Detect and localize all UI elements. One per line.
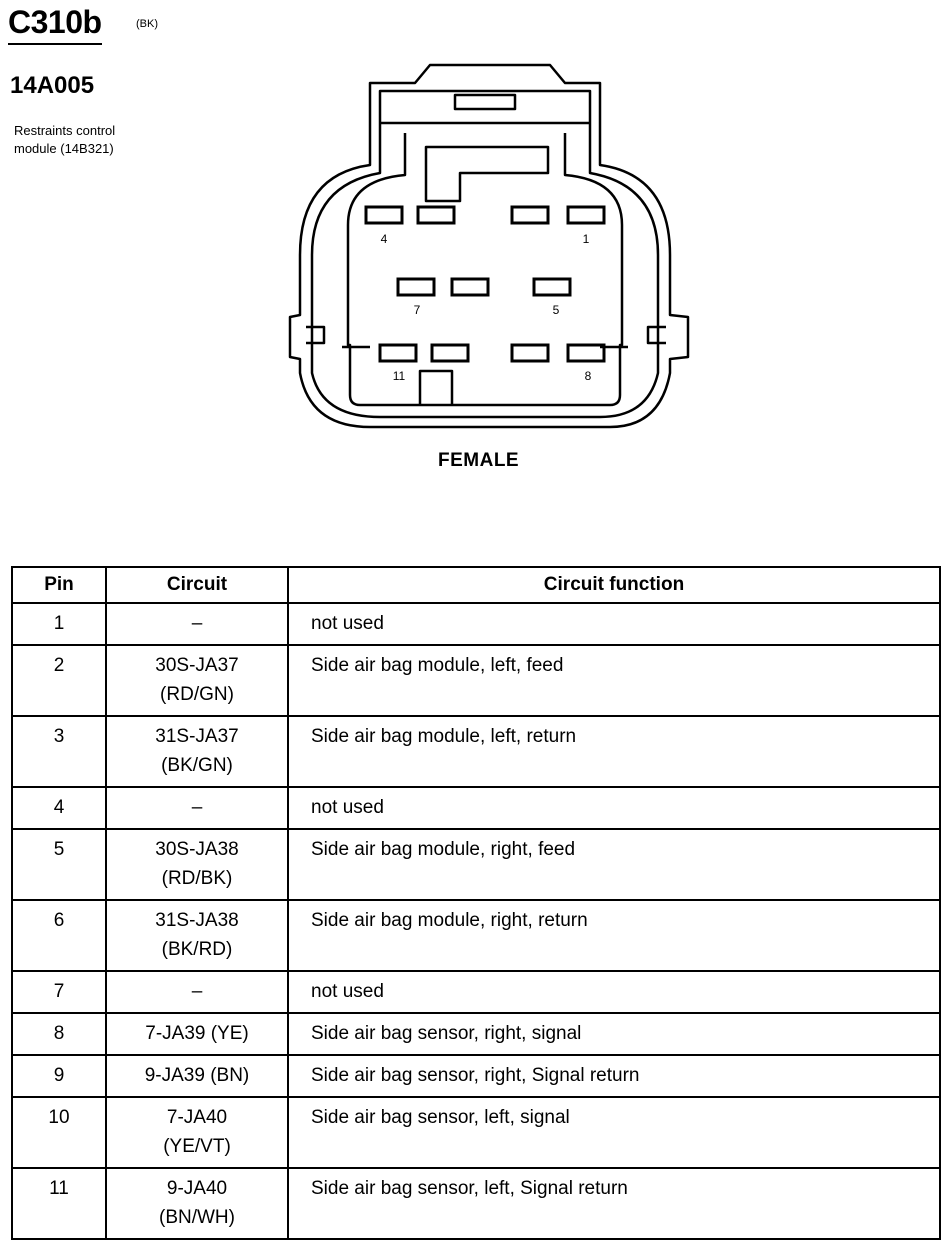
circuit-cell: 30S-JA37 (RD/GN) (105, 644, 289, 717)
title-block: C310b (8, 4, 102, 45)
pin-cell: 5 (11, 828, 107, 901)
table-row: 5 30S-JA38 (RD/BK) Side air bag module, … (11, 828, 941, 901)
face-outline (346, 133, 624, 407)
function-cell: not used (287, 602, 941, 646)
function-cell: Side air bag sensor, left, signal (287, 1096, 941, 1169)
circuit-cell: 31S-JA38 (BK/RD) (105, 899, 289, 972)
pin-cell: 7 (11, 970, 107, 1014)
pin-label: 8 (585, 369, 592, 383)
function-cell: Side air bag module, left, feed (287, 644, 941, 717)
circuit-cell: – (105, 970, 289, 1014)
pin-cavity (396, 277, 436, 297)
pin-cavity (364, 205, 404, 225)
function-cell: Side air bag sensor, right, Signal retur… (287, 1054, 941, 1098)
pin-cell: 8 (11, 1012, 107, 1056)
pin-cell: 10 (11, 1096, 107, 1169)
circuit-cell: 31S-JA37 (BK/GN) (105, 715, 289, 788)
pin-label: 1 (583, 232, 590, 246)
pin-cavity (510, 205, 550, 225)
bottom-notch (418, 369, 454, 405)
pin-cavity (510, 343, 550, 363)
circuit-cell: – (105, 786, 289, 830)
table-row: 11 9-JA40 (BN/WH) Side air bag sensor, l… (11, 1167, 941, 1240)
function-cell: not used (287, 970, 941, 1014)
table-row: 4 – not used (11, 786, 941, 830)
function-cell: Side air bag module, right, feed (287, 828, 941, 901)
pin-cavity (566, 205, 606, 225)
circuit-cell: 7-JA40 (YE/VT) (105, 1096, 289, 1169)
pin-cell: 3 (11, 715, 107, 788)
circuit-cell: – (105, 602, 289, 646)
pin-cavity (416, 205, 456, 225)
pin-cell: 11 (11, 1167, 107, 1240)
column-header-circuit-function: Circuit function (287, 566, 941, 604)
left-key (306, 325, 326, 345)
table-row: 9 9-JA39 (BN) Side air bag sensor, right… (11, 1054, 941, 1098)
circuit-cell: 9-JA40 (BN/WH) (105, 1167, 289, 1240)
function-cell: not used (287, 786, 941, 830)
pin-cell: 2 (11, 644, 107, 717)
table-row: 8 7-JA39 (YE) Side air bag sensor, right… (11, 1012, 941, 1056)
function-cell: Side air bag sensor, right, signal (287, 1012, 941, 1056)
pin-cavity (566, 343, 606, 363)
pin-cavity (532, 277, 572, 297)
connector-color: (BK) (136, 18, 158, 30)
pin-label: 7 (414, 303, 421, 317)
latch-tab (453, 93, 517, 111)
circuit-cell: 9-JA39 (BN) (105, 1054, 289, 1098)
table-row: 1 – not used (11, 602, 941, 646)
function-cell: Side air bag module, right, return (287, 899, 941, 972)
table-row: 10 7-JA40 (YE/VT) Side air bag sensor, l… (11, 1096, 941, 1169)
pin-cell: 4 (11, 786, 107, 830)
housing-outer (288, 63, 690, 429)
pin-label: 4 (381, 232, 388, 246)
pin-cell: 6 (11, 899, 107, 972)
housing-inner (310, 89, 660, 419)
connector-face-diagram: 4 1 7 5 11 8 (288, 63, 690, 429)
table-row: 7 – not used (11, 970, 941, 1014)
circuit-cell: 30S-JA38 (RD/BK) (105, 828, 289, 901)
table-row: 3 31S-JA37 (BK/GN) Side air bag module, … (11, 715, 941, 788)
column-header-circuit: Circuit (105, 566, 289, 604)
pin-label: 11 (393, 369, 406, 383)
module-description: Restraints control module (14B321) (14, 123, 116, 156)
column-header-pin: Pin (11, 566, 107, 604)
table-row: 6 31S-JA38 (BK/RD) Side air bag module, … (11, 899, 941, 972)
pinout-table: Pin Circuit Circuit function 1 – not use… (11, 566, 941, 1240)
function-cell: Side air bag module, left, return (287, 715, 941, 788)
connector-id: C310b (8, 4, 102, 45)
pin-cavity (450, 277, 490, 297)
keyway (424, 145, 550, 203)
part-number: 14A005 (10, 72, 95, 99)
pin-cavity (430, 343, 470, 363)
circuit-cell: 7-JA39 (YE) (105, 1012, 289, 1056)
right-key (646, 325, 666, 345)
pin-cell: 1 (11, 602, 107, 646)
connector-gender-label: FEMALE (438, 450, 520, 471)
pin-cavity (378, 343, 418, 363)
pin-label: 5 (553, 303, 560, 317)
function-cell: Side air bag sensor, left, Signal return (287, 1167, 941, 1240)
pin-cell: 9 (11, 1054, 107, 1098)
table-header-row: Pin Circuit Circuit function (11, 566, 941, 604)
table-row: 2 30S-JA37 (RD/GN) Side air bag module, … (11, 644, 941, 717)
